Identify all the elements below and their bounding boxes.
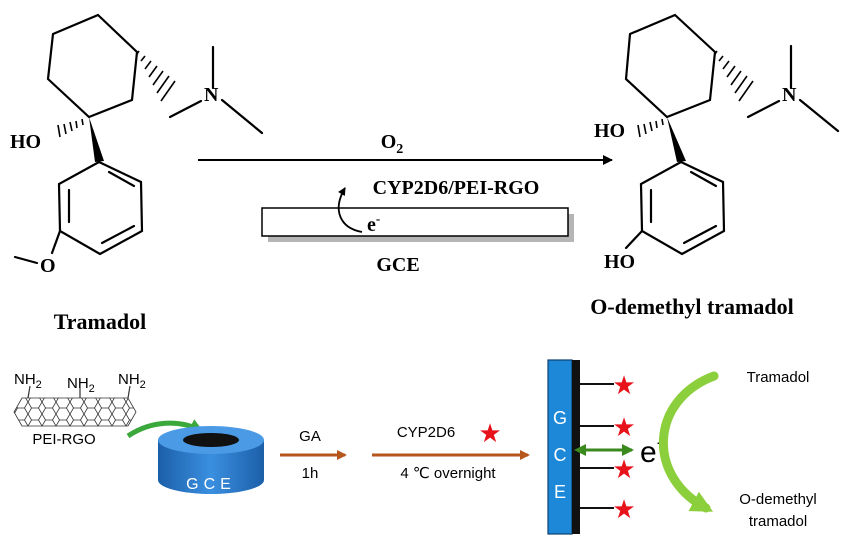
tramadol-ho-label: HO	[10, 131, 41, 153]
product-structure	[624, 13, 840, 256]
step1-bottom-label: 1h	[302, 465, 319, 482]
conversion-arrow	[658, 371, 719, 513]
catalyst-label: CYP2D6/PEI-RGO	[373, 177, 540, 199]
product-n-label: N	[782, 84, 797, 106]
tramadol-name: Tramadol	[54, 309, 146, 334]
electron-curved-arrow	[337, 187, 363, 233]
enzyme-star-1: ★	[612, 371, 635, 401]
product-name: O-demethyl tramadol	[590, 294, 793, 319]
product-ho-label: HO	[594, 120, 625, 142]
enzyme-star-4: ★	[612, 495, 635, 525]
enzyme-star-2: ★	[612, 413, 635, 443]
tramadol-n-label: N	[204, 84, 219, 106]
product-phenol-label: HO	[604, 251, 635, 273]
electrode-letter-c: C	[554, 445, 567, 465]
amine-label-2: NH2	[67, 375, 95, 395]
tramadol-structure	[13, 13, 264, 265]
substrate-label: Tramadol	[747, 369, 810, 386]
step1-top-label: GA	[299, 428, 321, 445]
pei-rgo-sheet	[13, 385, 137, 427]
electrode-letter-g: G	[553, 408, 567, 428]
amine-label-1: NH2	[14, 371, 42, 391]
product-label-line1: O-demethyl	[739, 491, 817, 508]
pei-rgo-label: PEI-RGO	[32, 431, 95, 448]
electrode-bar	[261, 207, 569, 237]
enzyme-star-legend: ★	[478, 419, 501, 449]
electrode-letter-e: E	[554, 482, 566, 502]
gce-label-top: GCE	[376, 254, 419, 276]
step2-bottom-label: 4 ℃ overnight	[400, 465, 496, 482]
product-label-line2: tramadol	[749, 513, 807, 530]
enzyme-star-3: ★	[612, 455, 635, 485]
gce-disk	[158, 426, 264, 494]
electron-label-top: e-	[367, 211, 380, 236]
oxygen-reagent: O2	[381, 131, 404, 157]
step2-top-label: CYP2D6	[397, 424, 455, 441]
amine-label-3: NH2	[118, 371, 146, 391]
tramadol-o-label: O	[40, 255, 56, 277]
modified-electrode	[547, 359, 614, 535]
gce-disk-label: GCE	[186, 476, 236, 493]
